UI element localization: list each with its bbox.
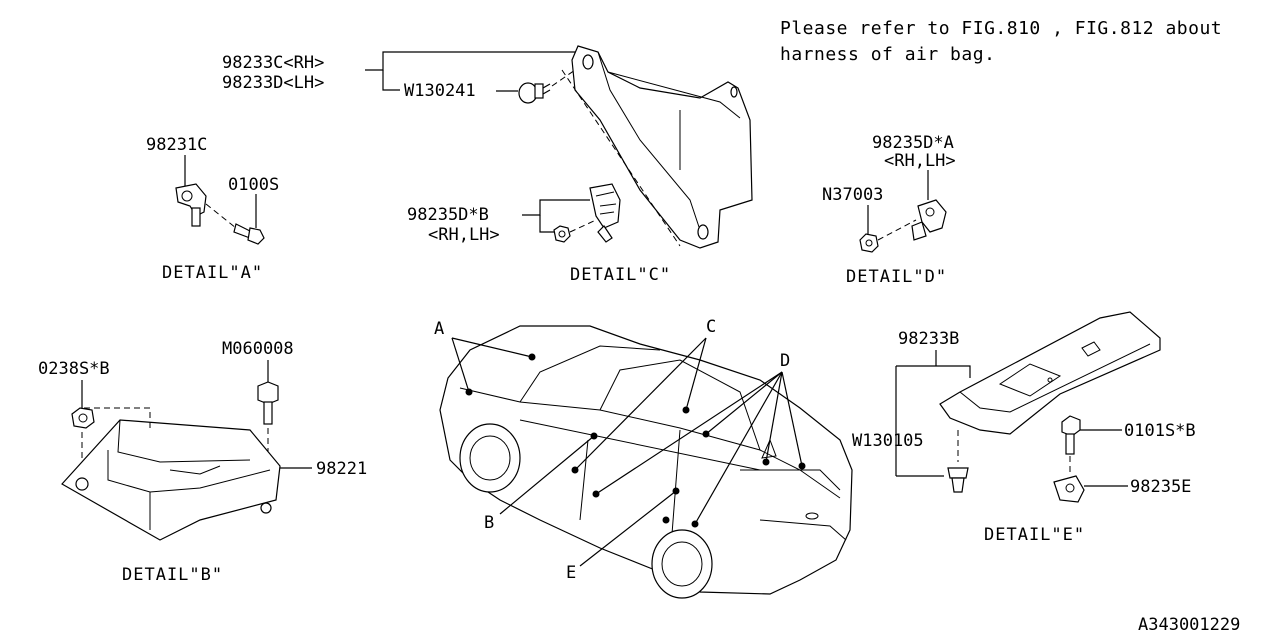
- callout-c: C: [574, 317, 716, 471]
- note-line-2: harness of air bag.: [780, 44, 995, 65]
- nut-0238s-b: [71, 407, 95, 429]
- callout-letter-e: E: [566, 563, 576, 583]
- part-label-98233c-rh: 98233C<RH>: [222, 53, 324, 73]
- detail-d-caption: DETAIL"D": [846, 267, 947, 287]
- detail-a-group: 98231C 0100S DETAIL"A": [146, 135, 279, 283]
- detail-e-caption: DETAIL"E": [984, 525, 1085, 545]
- part-label-0100s: 0100S: [228, 175, 279, 195]
- part-label-98233d-lh: 98233D<LH>: [222, 73, 324, 93]
- detail-a-caption: DETAIL"A": [162, 263, 263, 283]
- bolt-0101s-b: [1061, 415, 1081, 455]
- callout-d: D: [595, 351, 803, 525]
- nut-98235d-b: [553, 225, 571, 243]
- part-label-0238s-b: 0238S*B: [38, 359, 110, 379]
- detail-b-group: 0238S*B M060008 98221 DETAIL"B": [38, 339, 367, 585]
- part-label-0101s-b: 0101S*B: [1124, 421, 1196, 441]
- callout-letter-d: D: [780, 351, 790, 371]
- part-label-w130241: W130241: [404, 81, 476, 101]
- callout-letter-b: B: [484, 513, 494, 533]
- side-bracket-98233c: [571, 45, 753, 249]
- callout-a: A: [434, 319, 533, 393]
- nut-n37003: [859, 233, 879, 253]
- diagram-id: A343001229: [1138, 615, 1240, 635]
- bolt-m060008: [257, 381, 279, 425]
- clip-w130105: [947, 467, 969, 493]
- part-label-98235d-a-side: <RH,LH>: [884, 151, 956, 171]
- detail-e-group: 98233B W130105 0101S*B 98235E DETAIL"E": [852, 311, 1196, 545]
- callout-b: B: [484, 435, 595, 533]
- part-label-98235d-b-side: <RH,LH>: [428, 225, 500, 245]
- detail-b-caption: DETAIL"B": [122, 565, 223, 585]
- part-label-98235e: 98235E: [1130, 477, 1191, 497]
- part-label-98235d-b: 98235D*B: [407, 205, 489, 225]
- note-line-1: Please refer to FIG.810 , FIG.812 about: [780, 18, 1222, 39]
- clip-fastener-w130241: [518, 82, 551, 104]
- bolt-0100s: [233, 223, 265, 245]
- callout-letter-c: C: [706, 317, 716, 337]
- detail-c-caption: DETAIL"C": [570, 265, 671, 285]
- detail-d-group: 98235D*A <RH,LH> N37003 DETAIL"D": [822, 133, 956, 287]
- part-label-n37003: N37003: [822, 185, 883, 205]
- sensor-98235e: [1053, 475, 1085, 503]
- floor-panel-98233b: [939, 311, 1161, 435]
- callout-e: E: [566, 490, 677, 583]
- callout-letter-a: A: [434, 319, 444, 339]
- part-label-98233b: 98233B: [898, 329, 959, 349]
- detail-c-group: 98233C<RH> 98233D<LH> W130241: [222, 45, 753, 285]
- part-label-98235d-a: 98235D*A: [872, 133, 954, 153]
- part-label-m060008: M060008: [222, 339, 294, 359]
- part-label-98221: 98221: [316, 459, 367, 479]
- airbag-control-unit-98221: [61, 407, 281, 541]
- sensor-98231c: [175, 183, 207, 227]
- impact-sensor-98235d-a: [911, 199, 947, 241]
- impact-sensor-98235d-b: [589, 183, 621, 243]
- part-label-98231c: 98231C: [146, 135, 207, 155]
- part-label-w130105: W130105: [852, 431, 924, 451]
